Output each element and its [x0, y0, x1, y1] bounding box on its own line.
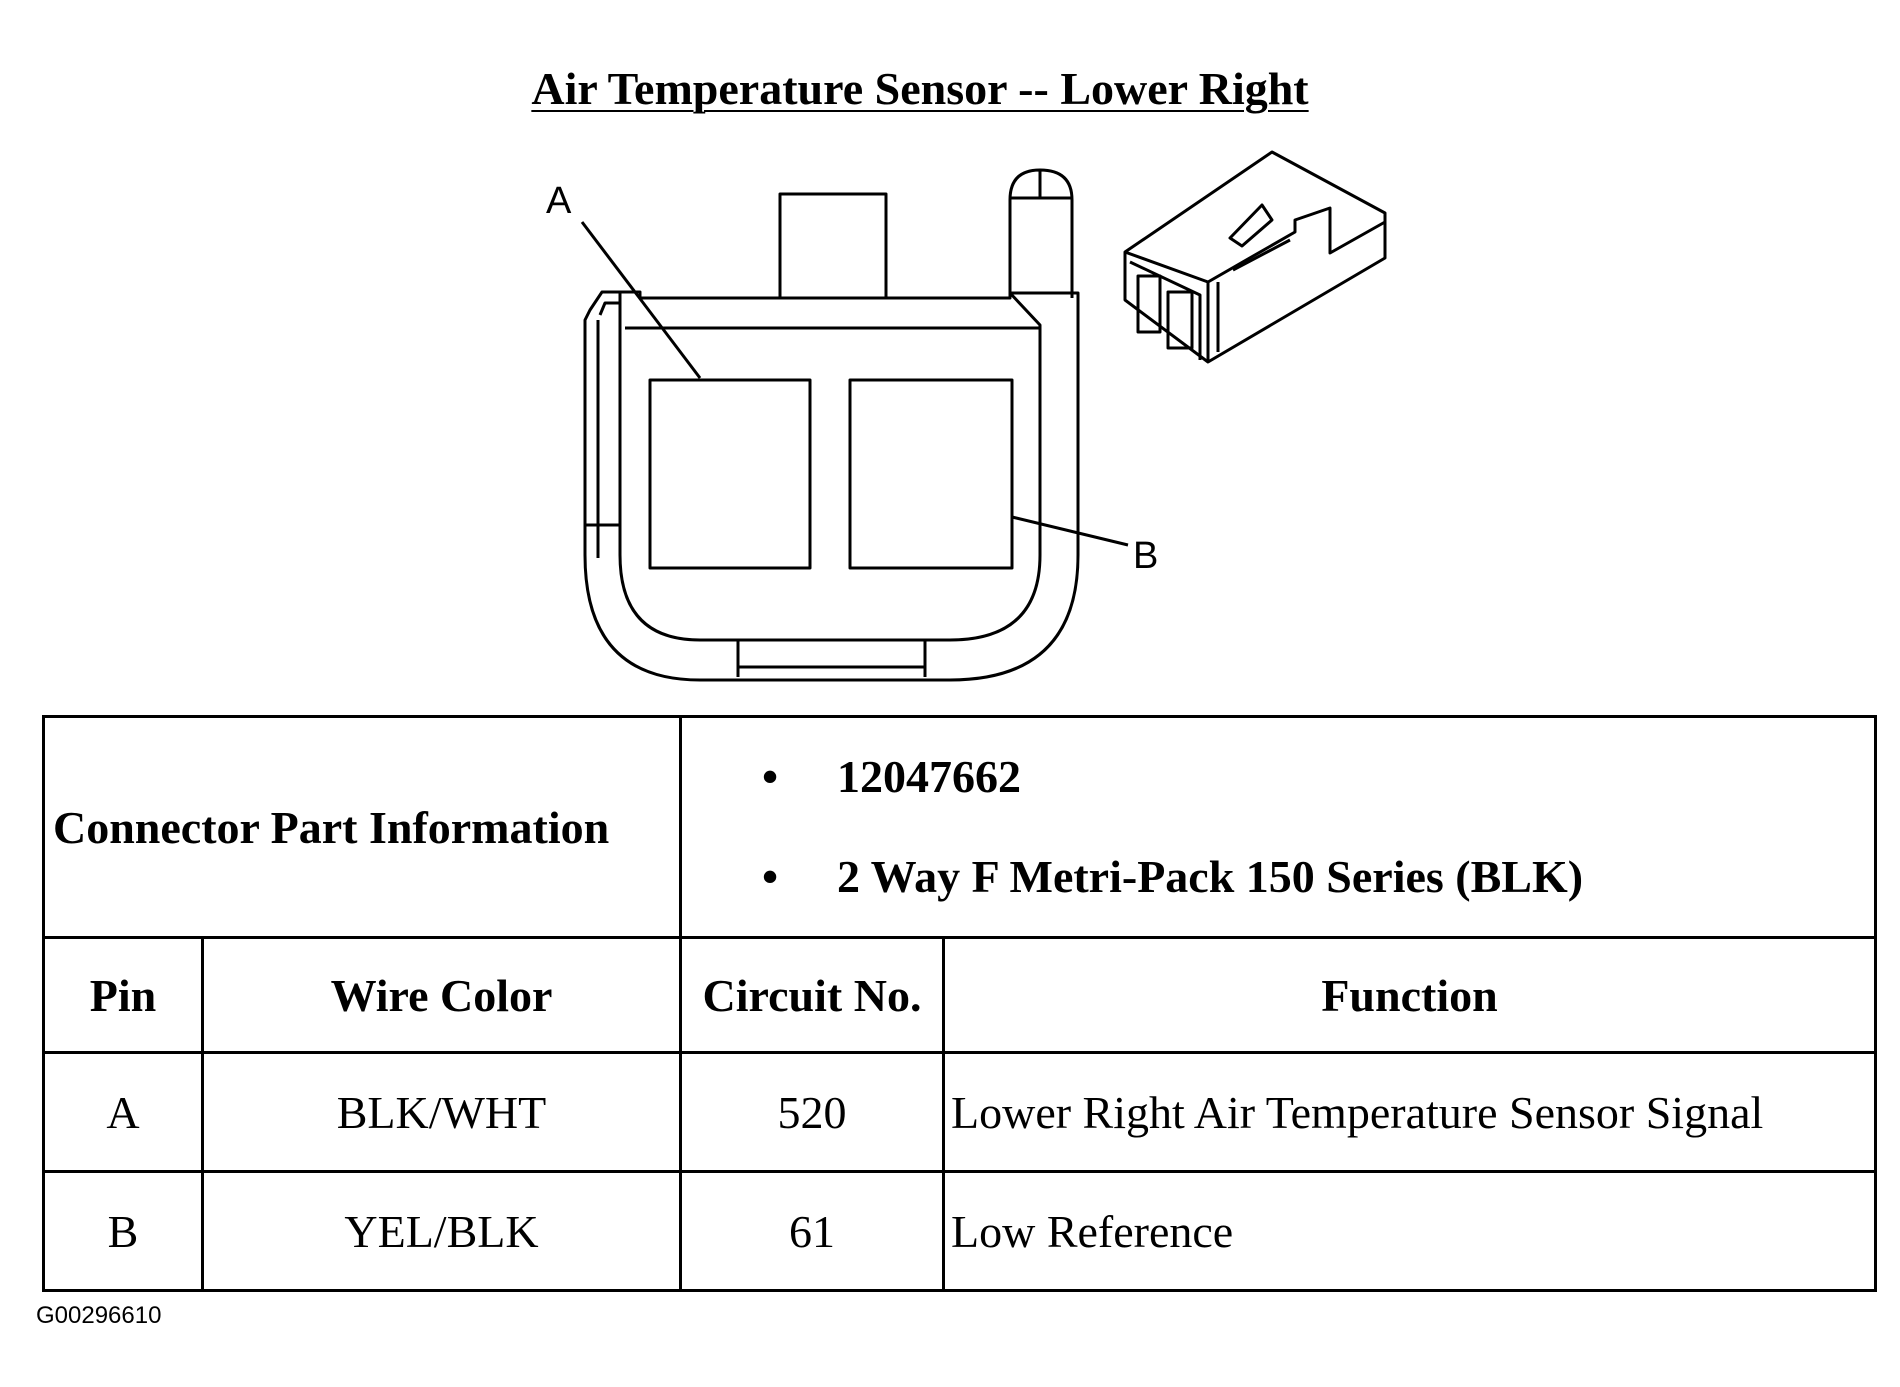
row-b-wire-color: YEL/BLK: [201, 1170, 682, 1292]
header-pin: Pin: [42, 936, 204, 1054]
table-header-row: Pin Wire Color Circuit No. Function: [42, 936, 1877, 1054]
row-b-function: Low Reference: [942, 1170, 1877, 1292]
row-b-circuit-no: 61: [679, 1170, 945, 1292]
connector-side-rib: [1008, 168, 1074, 298]
connector-face-lines: [585, 320, 1040, 558]
callout-b-label: B: [1133, 535, 1158, 577]
header-circuit-no: Circuit No.: [679, 936, 945, 1054]
row-a-wire-color: BLK/WHT: [201, 1051, 682, 1173]
connector-bottom-tab: [736, 640, 927, 677]
page-title: Air Temperature Sensor -- Lower Right: [531, 63, 1309, 114]
terminal-cavity-b: [848, 378, 1014, 570]
callout-b-leader: [1011, 515, 1129, 547]
row-a-circuit-no: 520: [679, 1051, 945, 1173]
header-function: Function: [942, 936, 1877, 1054]
connector-isometric-view: [1123, 150, 1387, 364]
callout-a-label: A: [546, 180, 572, 222]
connector-top-tab: [778, 192, 888, 300]
header-wire-color: Wire Color: [201, 936, 682, 1054]
row-b-pin: B: [42, 1170, 204, 1292]
connector-info-item: •2 Way F Metri-Pack 150 Series (BLK): [762, 827, 1874, 927]
table-row: A BLK/WHT 520 Lower Right Air Temperatur…: [42, 1051, 1877, 1173]
connector-inner-shell: [598, 291, 1042, 642]
connector-outer-shell: [583, 290, 1080, 682]
connector-info-list: •12047662 •2 Way F Metri-Pack 150 Series…: [682, 727, 1874, 927]
row-a-pin: A: [42, 1051, 204, 1173]
row-a-function: Lower Right Air Temperature Sensor Signa…: [942, 1051, 1877, 1173]
terminal-cavity-a: [648, 378, 812, 570]
bullet-icon: •: [762, 851, 779, 902]
figure-id: G00296610: [36, 1302, 162, 1329]
connector-info-item: •12047662: [762, 727, 1874, 827]
bullet-icon: •: [762, 751, 779, 802]
connector-info-label: Connector Part Information: [42, 715, 682, 939]
table-row: B YEL/BLK 61 Low Reference: [42, 1170, 1877, 1292]
callout-a-leader: [580, 221, 702, 379]
connector-info-row: Connector Part Information •12047662 •2 …: [42, 715, 1877, 939]
connector-info-details: •12047662 •2 Way F Metri-Pack 150 Series…: [679, 715, 1877, 939]
connector-table: Connector Part Information •12047662 •2 …: [42, 715, 1877, 1292]
connector-drawing: A B: [546, 150, 1387, 682]
